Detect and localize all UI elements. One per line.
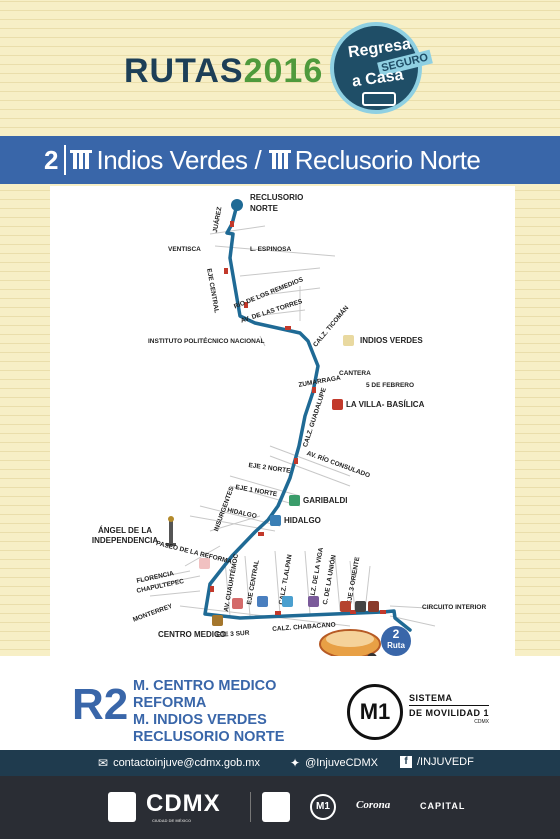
twitter-text: @InjuveCDMX [305,757,378,769]
route-destination: Reclusorio Norte [294,144,481,175]
route-stop: RECLUSORIO NORTE [133,729,285,745]
facebook-icon: f [400,756,412,768]
metro-stop-icon [368,601,379,612]
government-seal-icon [108,792,136,822]
email-text: contactoinjuve@cdmx.gob.mx [113,757,260,769]
contact-bar: ✉ contactoinjuve@cdmx.gob.mx ✦ @InjuveCD… [0,750,560,776]
street-label-5-febrero: 5 DE FEBRERO [366,382,415,389]
route-stop: M. INDIOS VERDES [133,712,267,728]
route-number: 2 [44,144,59,175]
route-badge-number: 2 [392,627,400,641]
e-marker-icon [367,653,377,656]
route-map: RECLUSORIO NORTE JUÁREZ VENTISCA L. ESPI… [50,186,515,656]
indios-verdes-icon [343,335,354,346]
contact-email[interactable]: ✉ contactoinjuve@cdmx.gob.mx [98,756,260,770]
route-path [203,203,412,632]
page-title: RUTAS2016 [124,52,323,91]
route-summary-panel [0,656,560,750]
title-year: 2016 [243,52,324,90]
route-code: R2 [72,680,129,729]
metro-stop-icon [355,601,366,612]
centro-medico-icon [212,615,223,626]
m1-text: SISTEMA DE MOVILIDAD 1 CDMX [409,693,490,725]
route-slash: / [254,144,262,175]
street-label-ventisca: VENTISCA [168,246,201,253]
corona-logo: Corona [356,799,391,811]
contact-twitter[interactable]: ✦ @InjuveCDMX [290,756,378,770]
route-badge: 2 Ruta [381,627,411,651]
terminal-label: RECLUSORIO NORTE [250,193,304,213]
metro-icon [268,148,291,172]
facebook-text: /INJUVEDF [417,756,474,768]
station-hidalgo: HIDALGO [284,516,321,525]
m1-logo: M1 [347,684,403,740]
route-badge-label: Ruta [387,641,405,650]
cdmx-logo: CDMX [146,790,221,817]
m1-line3: CDMX [474,719,490,725]
m1-line2: DE MOVILIDAD 1 [409,705,490,718]
hidalgo-icon [270,515,281,526]
garibaldi-icon [289,495,300,506]
direction-arrows [210,221,386,615]
metro-stop-icon [308,596,319,607]
bus-icon [362,92,396,106]
metro-stop-icon [282,596,293,607]
footer-divider [250,792,251,822]
station-garibaldi: GARIBALDI [303,496,348,505]
capital-logo: CAPITAL [420,801,466,811]
title-main: RUTAS [124,52,244,90]
cdmx-subtitle: CIUDAD DE MÉXICO [152,818,192,823]
station-indios-verdes: INDIOS VERDES [360,336,423,345]
footer: CDMX CIUDAD DE MÉXICO M1 Corona CAPITAL [0,776,560,839]
chapultepec-icon [199,558,210,569]
m1-line1: SISTEMA [409,693,453,703]
route-stop: M. CENTRO MEDICO [133,678,277,694]
terminal-dot [231,199,243,211]
contact-facebook[interactable]: f /INJUVEDF [400,756,474,768]
route-divider [64,145,67,175]
route-stop: REFORMA [133,695,207,711]
station-la-villa: LA VILLA- BASÍLICA [346,400,425,409]
route-origin: Indios Verdes [96,144,248,175]
street-label-l-espinosa: L. ESPINOSA [250,246,292,253]
metro-stop-icon [232,598,243,609]
regresa-seguro-badge: Regresa SEGURO a Casa [330,22,433,114]
angel-monument-icon [166,516,176,546]
side-streets [139,225,446,627]
m1-footer-logo: M1 [310,794,336,820]
street-label-ipn: INSTITUTO POLITÉCNICO NACIONAL [148,338,265,345]
route-badge-circle [381,626,411,656]
badge-line3: a Casa [350,66,405,91]
metro-icon [70,148,93,172]
envelope-icon: ✉ [98,756,109,770]
la-villa-icon [332,399,343,410]
station-angel: ÁNGEL DE LA INDEPENDENCIA [91,526,159,545]
route-stops-list: M. CENTRO MEDICO REFORMA M. INDIOS VERDE… [133,678,284,746]
header: RUTAS2016 Regresa SEGURO a Casa [0,0,560,135]
metro-stop-icon [340,601,351,612]
stadium-icon [319,629,381,656]
station-centro-medico: CENTRO MEDICO [158,630,226,639]
street-label-circuito-interior: CIRCUITO INTERIOR [422,604,487,611]
injuve-seal-icon [262,792,290,822]
twitter-icon: ✦ [290,756,301,770]
route-map-svg [139,199,446,656]
street-label-cantera: CANTERA [339,370,371,377]
route-title-bar: 2 Indios Verdes / Reclusorio Norte [0,136,560,184]
metro-stop-icon [257,596,268,607]
